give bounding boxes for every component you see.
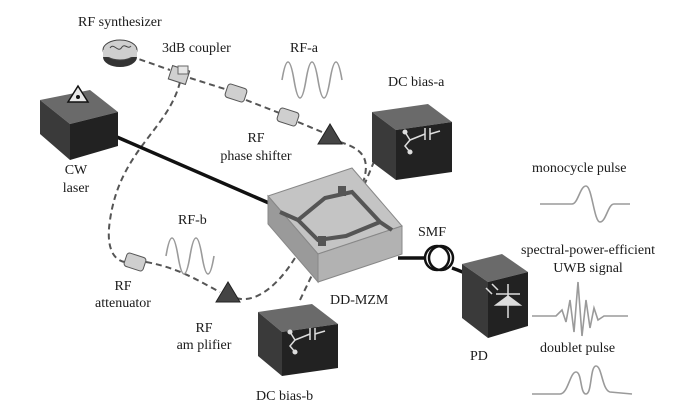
rf-phase-shifter-label-2: phase shifter — [220, 149, 291, 164]
rf-wires — [107, 55, 379, 301]
laser-warning-icon — [66, 84, 90, 103]
dc-bias-b-box — [258, 304, 338, 376]
uwb-signal-label-2: UWB signal — [553, 261, 623, 276]
cw-laser-label-1: CW — [65, 163, 88, 178]
capacitor-icon — [402, 128, 441, 155]
doublet-pulse-waveform — [532, 365, 633, 395]
phase-shifter-icon — [224, 83, 300, 127]
cw-laser-label-2: laser — [63, 181, 90, 196]
rf-attenuator-label-2: attenuator — [95, 296, 151, 311]
rf-amplifier-label-2: am plifier — [177, 338, 232, 353]
amplifier-a-icon — [317, 123, 343, 145]
smf-label: SMF — [418, 225, 446, 240]
wire-phase-shifter-to-amp-a — [245, 99, 283, 115]
rf-synthesizer-icon — [102, 39, 138, 67]
smf-coil — [423, 244, 455, 272]
capacitor-icon — [287, 328, 326, 355]
monocycle-pulse-label: monocycle pulse — [532, 161, 626, 176]
coupler-icon — [167, 64, 191, 86]
rf-a-label: RF-a — [290, 41, 319, 56]
cw-laser-box — [40, 84, 118, 160]
rf-a-sinewave — [281, 61, 343, 99]
dc-bias-a-label: DC bias-a — [388, 75, 445, 90]
rf-b-label: RF-b — [178, 213, 207, 228]
pd-box — [462, 254, 528, 338]
wire-synth-to-coupler — [129, 55, 171, 71]
rf-synthesizer-label: RF synthesizer — [78, 15, 162, 30]
monocycle-pulse-waveform — [540, 185, 630, 223]
coupler-label: 3dB coupler — [162, 41, 231, 56]
wire-attenuator-to-amp-b — [145, 261, 221, 293]
dd-mzm-label: DD-MZM — [330, 293, 389, 308]
pd-label: PD — [470, 349, 488, 364]
wire-coupler-to-phase-shifter — [189, 77, 229, 91]
attenuator-icon — [123, 252, 147, 272]
uwb-signal-label-1: spectral-power-efficient — [521, 243, 655, 258]
wire-amp-a-to-box-a — [297, 121, 323, 133]
rf-amplifier-label-1: RF — [195, 321, 212, 336]
doublet-pulse-label: doublet pulse — [540, 341, 615, 356]
wire-amp-b-to-mzm — [235, 237, 306, 301]
dc-bias-b-label: DC bias-b — [256, 389, 313, 404]
uwb-signal-waveform — [532, 281, 628, 337]
amplifier-b-icon — [215, 281, 241, 303]
rf-b-sinewave — [165, 237, 215, 275]
rf-attenuator-label-1: RF — [114, 279, 131, 294]
rf-phase-shifter-label-1: RF — [247, 131, 264, 146]
dd-mzm-device — [267, 167, 403, 284]
wire-coupler-down — [107, 81, 181, 263]
photodiode-icon — [485, 283, 523, 318]
fiber-laser-to-mzm — [109, 132, 286, 212]
dc-bias-a-box — [372, 104, 452, 180]
